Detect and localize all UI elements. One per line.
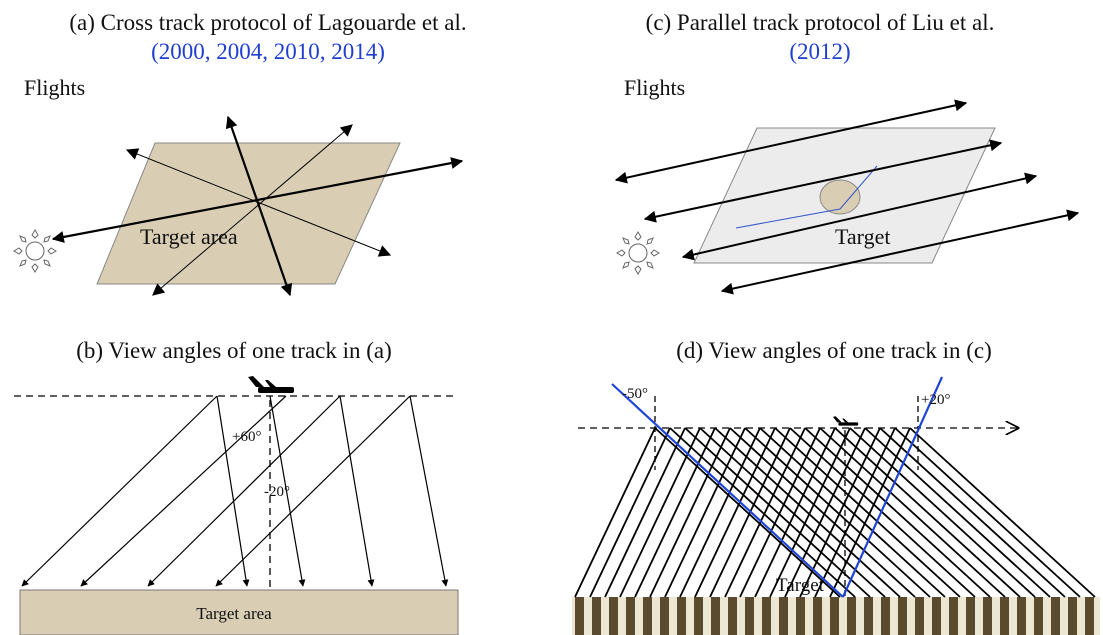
view-ray [80,395,287,587]
view-line [789,427,976,598]
view-line [864,427,1051,598]
panel-d: (d) View angles of one track in (c) -50°… [572,338,1100,635]
angle-label-minus-20: -20° [264,484,290,500]
view-ray [147,395,341,587]
ground-stripe [1068,597,1077,635]
ground-stripe [694,597,703,635]
panel-c-flight-lines [614,99,1080,295]
airplane-icon [832,416,859,426]
view-line [634,427,716,598]
view-line [834,427,1021,598]
view-line [849,427,1036,598]
ground-stripe [1034,597,1043,635]
ground-stripe [932,597,941,635]
angle-label-minus-50: -50° [622,386,648,402]
angle-label-plus-60: +60° [232,429,261,445]
ground-stripe [643,597,652,635]
view-ray [21,395,218,587]
view-line [804,427,991,598]
ground-stripe [1017,597,1026,635]
view-ray [215,395,411,587]
ground-stripe [898,597,907,635]
panel-a-flights-label: Flights [24,75,85,100]
ground-stripe [575,597,584,635]
view-line [774,427,961,598]
view-line [894,427,1081,598]
panel-d-title: (d) View angles of one track in (c) [676,338,992,363]
panel-c-citation: (2012) [789,39,850,64]
airplane-icon [248,376,294,393]
panel-d-ground [572,597,1100,635]
ground-stripe [711,597,720,635]
ground-stripe [830,597,839,635]
ground-stripe [983,597,992,635]
view-line [589,427,671,598]
ground-stripe [966,597,975,635]
view-line [684,427,871,598]
ground-stripe [779,597,788,635]
ground-stripe [592,597,601,635]
view-line [669,427,856,598]
panel-a-citation: (2000, 2004, 2010, 2014) [151,39,385,64]
view-line [699,427,886,598]
view-line [604,427,686,598]
view-line [819,427,1006,598]
panel-c: (c) Parallel track protocol of Liu et al… [614,10,1080,295]
panel-a-target-label: Target area [140,224,238,249]
view-ray [339,395,375,587]
view-line [909,427,1096,598]
panel-b-target-label: Target area [196,604,272,623]
ground-stripe [1000,597,1009,635]
view-limit-line-left [611,383,844,598]
ground-stripe [949,597,958,635]
view-line [729,427,916,598]
ground-stripe [813,597,822,635]
ground-stripe [1051,597,1060,635]
panel-a-title: (a) Cross track protocol of Lagouarde et… [69,10,466,35]
panel-b-view-rays [21,395,449,587]
angle-label-plus-20: +20° [921,392,950,408]
ground-stripe [745,597,754,635]
panel-a-flight-lines [51,115,464,297]
view-ray [269,395,306,587]
view-line [649,427,731,598]
ground-stripe [915,597,924,635]
panel-c-title: (c) Parallel track protocol of Liu et al… [646,10,995,35]
panel-c-flights-label: Flights [624,75,685,100]
flight-line [720,209,1080,295]
ground-stripe [881,597,890,635]
panel-b-title: (b) View angles of one track in (a) [76,338,392,363]
view-line [664,427,746,598]
ground-stripe [677,597,686,635]
panel-b-ground [19,589,459,635]
ground-stripe [660,597,669,635]
sun-icon [616,231,660,275]
panel-d-target-label: Target [776,575,825,596]
ground-stripe [864,597,873,635]
ground-stripe [728,597,737,635]
panel-d-view-lines [574,427,1096,598]
flight-line [152,124,353,296]
ground-stripe [796,597,805,635]
ground-stripe [847,597,856,635]
ground-stripe [1085,597,1094,635]
ground-stripe [626,597,635,635]
view-limit-line-right [841,376,944,598]
view-line [654,427,841,598]
view-line [574,427,656,598]
view-line [879,427,1066,598]
panel-a: (a) Cross track protocol of Lagouarde et… [13,10,467,297]
view-line [744,427,931,598]
view-line [759,427,946,598]
sun-icon [13,229,57,273]
panel-c-target-label: Target [835,224,890,249]
view-ray [409,395,449,587]
ground-stripe [609,597,618,635]
view-line [714,427,901,598]
panel-b: (b) View angles of one track in (a) Targ… [14,338,459,635]
ground-stripe [762,597,771,635]
view-ray [216,395,250,587]
